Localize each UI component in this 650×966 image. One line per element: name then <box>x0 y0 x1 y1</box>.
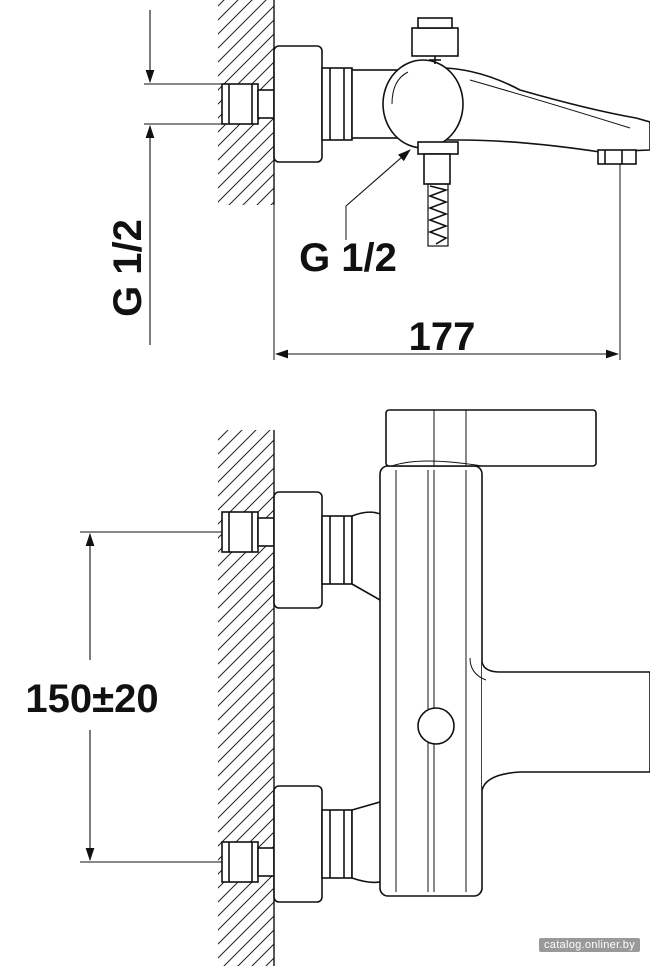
escutcheon-lower <box>273 785 323 903</box>
dim-label-vertical-thread: G 1/2 <box>106 219 150 317</box>
diverter-knob-front <box>417 707 455 745</box>
wall-hatch-bottom <box>218 430 274 966</box>
mixer-body-front <box>379 465 483 897</box>
handle-top <box>385 409 597 467</box>
diverter-body-top <box>382 59 464 149</box>
hose-spiral <box>427 185 449 245</box>
side-view <box>144 0 650 360</box>
dim-label-outlet-thread: G 1/2 <box>299 236 397 280</box>
escutcheon-upper <box>273 491 323 609</box>
dim-label-width: 177 <box>409 315 476 359</box>
spout-front <box>481 661 650 791</box>
escutcheon-top <box>273 45 323 163</box>
spout-top <box>399 66 650 153</box>
front-view <box>80 409 650 966</box>
dim-label-inlet-spacing: 150±20 <box>25 677 158 721</box>
watermark: catalog.onliner.by <box>538 938 640 952</box>
